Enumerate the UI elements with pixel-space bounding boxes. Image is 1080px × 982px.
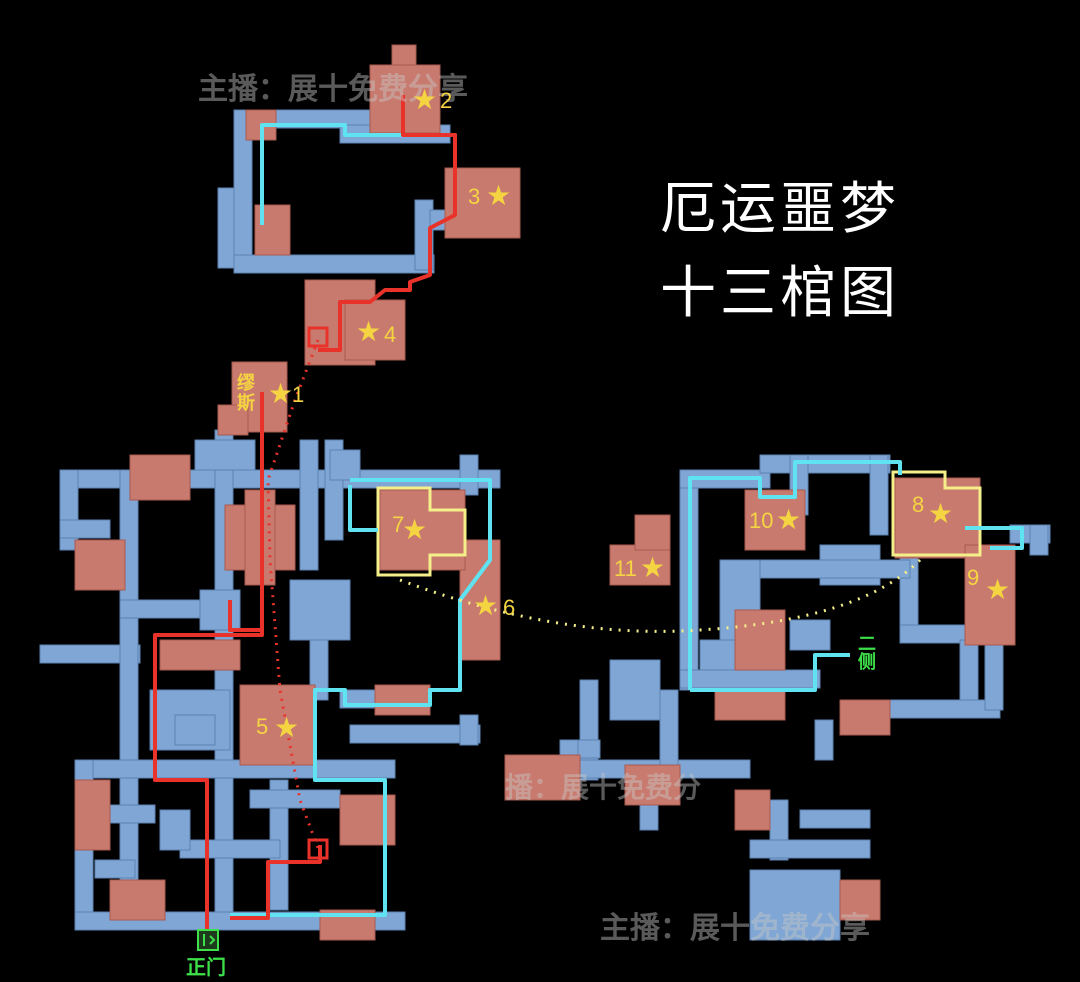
yellow-dotted-route (399, 558, 922, 633)
watermark-middle: 播：展十免费分 (505, 771, 702, 804)
side-entrance-label: 二侧 (858, 634, 876, 673)
highlighted-rooms (376, 470, 982, 577)
coffin-star-icon: ★ (776, 503, 802, 536)
coffin-number: 11 (614, 556, 637, 581)
coffin-star-icon: ★ (356, 315, 382, 348)
coffin-number: 7 (392, 512, 405, 537)
coffin-number: 4 (384, 322, 397, 347)
map-title-line2: 十三棺图 (660, 261, 900, 326)
red-route (153, 95, 457, 930)
coffin-number: 6 (503, 595, 516, 620)
coffin-star-icon: ★ (402, 513, 428, 546)
coffin-star-icon: ★ (928, 497, 954, 530)
coffin-number: 9 (967, 565, 980, 590)
coffin-number: 8 (912, 492, 925, 517)
red-markers (307, 326, 329, 860)
red-dotted-route (266, 339, 320, 849)
coffin-number: 1 (292, 382, 305, 407)
coffin-star-icon: ★ (985, 573, 1011, 606)
coffin-number: 5 (256, 714, 269, 739)
coffin-star-icon: ★ (274, 711, 300, 744)
coffin-star-icon: ★ (473, 589, 499, 622)
coffin-star-icon: ★ (412, 83, 438, 116)
map-title-line1: 厄运噩梦 (660, 177, 900, 242)
coffin-star-icon: ★ (268, 377, 294, 410)
main-entrance-label: 正门 (186, 955, 226, 979)
coffin-star-icon: ★ (640, 551, 666, 584)
coffin-star-icon: ★ (486, 179, 512, 212)
entrance-marker (197, 929, 219, 951)
coffin-number: 3 (468, 184, 481, 209)
coffin-number: 10 (749, 508, 774, 533)
boss-label: 缪斯 (237, 373, 255, 414)
watermark-top: 主播：展十免费分享 (198, 72, 468, 107)
coffin-number: 2 (440, 88, 453, 113)
watermark-bottom: 主播：展十免费分享 (600, 911, 870, 946)
